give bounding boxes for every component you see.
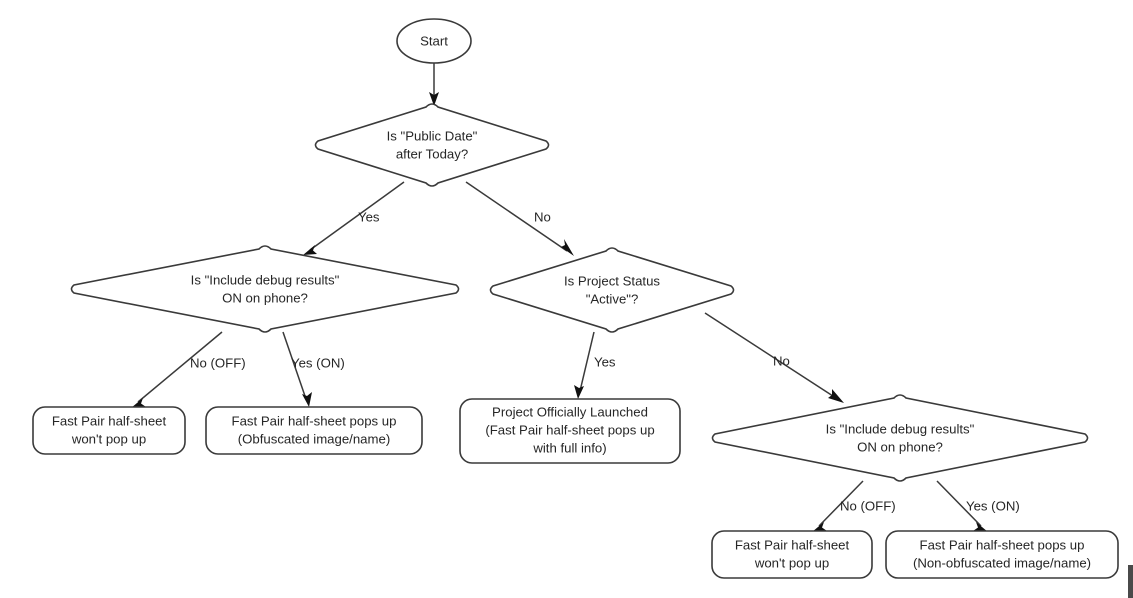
diamond-shape (711, 394, 1089, 482)
edge-line (465, 181, 568, 252)
node-layer: Start Is "Public Date" after Today? Is "… (32, 18, 1119, 579)
node-label-line-1: Fast Pair half-sheet pops up (232, 413, 397, 428)
node-label-line-2: ON on phone? (857, 439, 943, 454)
node-label-line-1: Fast Pair half-sheet (735, 537, 850, 552)
edge-project-status-yes: Yes (574, 331, 616, 399)
node-label-line-1: Fast Pair half-sheet (52, 413, 167, 428)
oval-shape (396, 18, 472, 64)
arrowhead-icon (131, 398, 146, 408)
edge-line (579, 331, 595, 392)
edge-layer: Yes No No (OFF) Yes (ON) Yes (131, 63, 1020, 532)
node-label-line-1: Is "Include debug results" (191, 272, 340, 287)
edge-label-no: No (773, 353, 790, 368)
diamond-shape (314, 103, 550, 187)
rounded-rect-shape (205, 406, 423, 455)
arrowhead-icon (302, 392, 312, 407)
diamond-shape (70, 245, 460, 333)
node-debug-results-decision-right[interactable]: Is "Include debug results" ON on phone? (711, 394, 1089, 482)
arrowhead-icon (812, 522, 827, 532)
edge-line (704, 312, 837, 399)
node-halfsheet-wont-pop-left[interactable]: Fast Pair half-sheet won't pop up (32, 406, 186, 455)
node-label-line-2: (Non-obfuscated image/name) (913, 555, 1091, 570)
node-start[interactable]: Start (396, 18, 472, 64)
node-label-line-2: won't pop up (71, 431, 146, 446)
diamond-shape (489, 247, 735, 333)
edge-label-yes-on: Yes (ON) (291, 355, 345, 370)
node-halfsheet-non-obfuscated[interactable]: Fast Pair half-sheet pops up (Non-obfusc… (885, 530, 1119, 579)
node-project-officially-launched[interactable]: Project Officially Launched (Fast Pair h… (459, 398, 681, 464)
rounded-rect-shape (711, 530, 873, 579)
node-label-line-1: Is "Public Date" (387, 128, 478, 143)
node-label-line-1: Start (420, 33, 448, 48)
edge-line (309, 181, 405, 251)
arrowhead-icon (561, 239, 574, 256)
edge-debug-left-no-off: No (OFF) (131, 331, 246, 408)
node-halfsheet-wont-pop-right[interactable]: Fast Pair half-sheet won't pop up (711, 530, 873, 579)
arrowhead-icon (303, 245, 317, 255)
edge-label-yes: Yes (594, 354, 616, 369)
arrowhead-icon (574, 385, 584, 399)
edge-start-to-public-date (429, 63, 439, 106)
node-debug-results-decision-left[interactable]: Is "Include debug results" ON on phone? (70, 245, 460, 333)
rounded-rect-shape (32, 406, 186, 455)
rounded-rect-shape (885, 530, 1119, 579)
node-label-line-1: Fast Pair half-sheet pops up (920, 537, 1085, 552)
edge-project-status-no: No (704, 312, 844, 403)
edge-label-no: No (534, 209, 551, 224)
edge-debug-right-yes-on: Yes (ON) (936, 480, 1020, 532)
node-label-line-2: won't pop up (754, 555, 829, 570)
node-label-line-1: Is "Include debug results" (826, 421, 975, 436)
node-label-line-2: (Fast Pair half-sheet pops up (485, 422, 654, 437)
edge-label-no-off: No (OFF) (190, 355, 246, 370)
node-label-line-3: with full info) (532, 440, 606, 455)
node-project-status-decision[interactable]: Is Project Status "Active"? (489, 247, 735, 333)
page-edge-artifact (1128, 565, 1133, 598)
edge-label-no-off: No (OFF) (840, 498, 896, 513)
arrowhead-icon (828, 389, 844, 403)
arrowhead-icon (973, 522, 988, 532)
node-label-line-2: "Active"? (586, 291, 639, 306)
node-label-line-1: Project Officially Launched (492, 404, 648, 419)
edge-debug-right-no-off: No (OFF) (812, 480, 896, 532)
node-halfsheet-obfuscated[interactable]: Fast Pair half-sheet pops up (Obfuscated… (205, 406, 423, 455)
edge-public-date-yes: Yes (303, 181, 405, 255)
node-label-line-2: ON on phone? (222, 290, 308, 305)
edge-line (137, 331, 223, 403)
rounded-rect-shape (459, 398, 681, 464)
node-label-line-2: after Today? (396, 146, 468, 161)
node-label-line-2: (Obfuscated image/name) (238, 431, 390, 446)
edge-line (282, 331, 307, 400)
arrowhead-icon (429, 92, 439, 106)
edge-label-yes: Yes (358, 209, 380, 224)
edge-label-yes-on: Yes (ON) (966, 498, 1020, 513)
node-label-line-1: Is Project Status (564, 273, 660, 288)
edge-public-date-no: No (465, 181, 574, 256)
edge-line (818, 480, 864, 527)
edge-line (936, 480, 982, 527)
node-public-date-decision[interactable]: Is "Public Date" after Today? (314, 103, 550, 187)
edge-debug-left-yes-on: Yes (ON) (282, 331, 345, 407)
